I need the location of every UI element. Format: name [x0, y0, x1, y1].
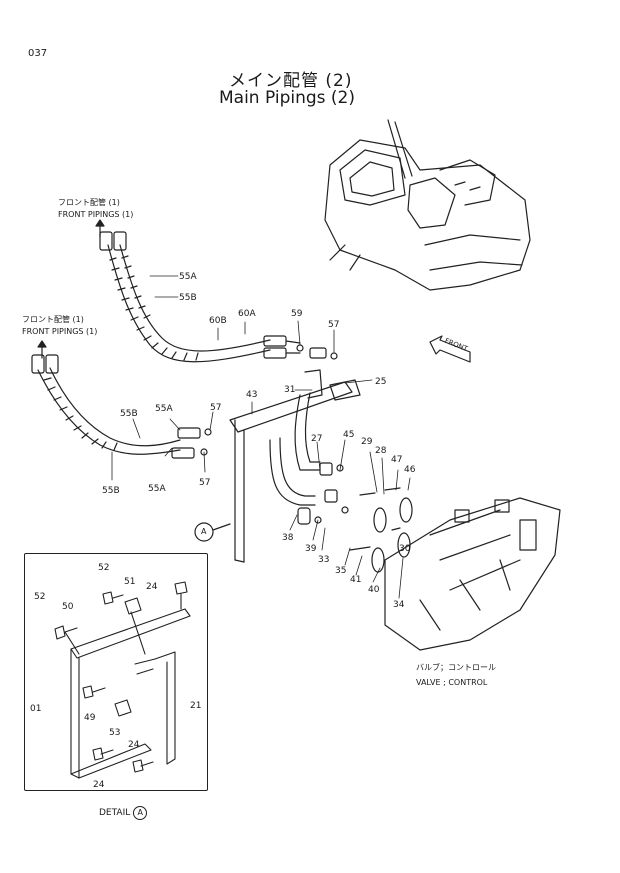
- part-label: 60A: [238, 309, 256, 319]
- part-label: 43: [246, 390, 258, 400]
- steel-pipe-assembly: [229, 369, 361, 563]
- part-label: 57: [199, 478, 211, 488]
- detail-part-label: 24: [93, 780, 105, 790]
- part-label: 29: [361, 437, 373, 447]
- reference-a-circle: [194, 522, 214, 542]
- part-label: 55B: [102, 486, 120, 496]
- part-label: 40: [368, 585, 380, 595]
- front-pipings-lower-jp: フロント配管 (1): [22, 315, 84, 324]
- detail-a-drawing: [54, 581, 191, 779]
- control-valve-body: [384, 497, 561, 651]
- valve-label-jp: バルブ；コントロール: [416, 663, 496, 672]
- part-label: 47: [391, 455, 403, 465]
- detail-part-label: 21: [190, 701, 202, 711]
- part-label: 60B: [209, 316, 227, 326]
- part-label: 28: [375, 446, 387, 456]
- part-label: 34: [393, 600, 405, 610]
- page-number: 037: [28, 48, 48, 59]
- part-label: 35: [335, 566, 347, 576]
- part-label: 41: [350, 575, 362, 585]
- excavator-overview-sketch: [324, 119, 531, 291]
- part-label: 30: [399, 544, 411, 554]
- part-label: 27: [311, 434, 323, 444]
- part-label: 46: [404, 465, 416, 475]
- valve-label-en: VALVE ; CONTROL: [416, 678, 488, 687]
- part-label: 39: [305, 544, 317, 554]
- detail-part-label: 50: [62, 602, 74, 612]
- part-label: 38: [282, 533, 294, 543]
- detail-ref-circle: A: [133, 806, 148, 820]
- part-label: 57: [210, 403, 222, 413]
- detail-part-label: 52: [34, 592, 46, 602]
- part-label: 31: [284, 385, 296, 395]
- front-pipings-lower-en: FRONT PIPINGS (1): [22, 327, 98, 336]
- detail-part-label: 51: [124, 577, 136, 587]
- part-label: 33: [318, 555, 330, 565]
- detail-part-label: 52: [98, 563, 110, 573]
- part-label: 55B: [179, 293, 197, 303]
- part-label: 25: [375, 377, 387, 387]
- front-pipings-upper-jp: フロント配管 (1): [58, 198, 120, 207]
- front-pipings-upper-en: FRONT PIPINGS (1): [58, 210, 134, 219]
- part-label: 55B: [120, 409, 138, 419]
- detail-part-label: 53: [109, 728, 121, 738]
- part-label: 59: [291, 309, 303, 319]
- part-label: 55A: [155, 404, 173, 414]
- lower-hose-assembly: [31, 354, 212, 459]
- reference-a-label: A: [201, 527, 207, 536]
- part-label: 45: [343, 430, 355, 440]
- detail-part-label: 24: [146, 582, 158, 592]
- front-direction-arrow: [429, 335, 471, 363]
- detail-part-label: 24: [128, 740, 140, 750]
- page-title-japanese: メイン配管 (2): [229, 71, 353, 91]
- page-title-english: Main Pipings (2): [219, 88, 356, 108]
- part-label: 55A: [148, 484, 166, 494]
- detail-part-label: 01: [30, 704, 42, 714]
- detail-a-panel: [24, 553, 208, 791]
- part-label: 55A: [179, 272, 197, 282]
- upper-hose-assembly: [99, 231, 338, 363]
- detail-part-label: 49: [84, 713, 96, 723]
- part-label: 57: [328, 320, 340, 330]
- detail-label: DETAIL: [99, 808, 131, 818]
